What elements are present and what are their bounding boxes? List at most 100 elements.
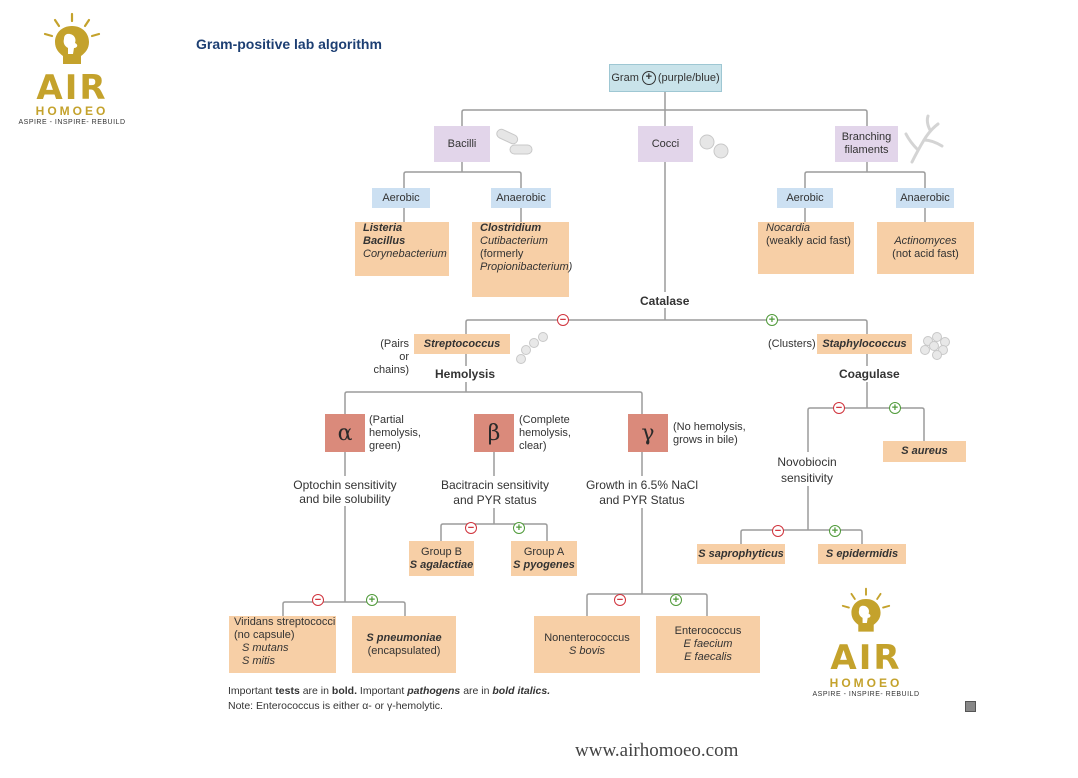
- staphylococcus-cluster-icon: [920, 332, 950, 360]
- nacl-positive-icon: +: [670, 594, 682, 606]
- bacitracin-positive-icon: +: [513, 522, 525, 534]
- lightbulb-head-icon-2: [841, 587, 891, 632]
- gamma-note-line1: (No hemolysis,: [673, 421, 746, 433]
- propionibacterium-text: Propionibacterium): [480, 261, 573, 273]
- optochin-line1: Optochin sensitivity: [293, 478, 397, 492]
- group-a-label: Group A: [523, 545, 565, 558]
- beta-note-line2: hemolysis,: [519, 427, 571, 439]
- actinomyces-node: Actinomyces (not acid fast): [877, 222, 974, 274]
- staphylococcus-node: Staphylococcus: [817, 334, 912, 354]
- coagulase-test-label: Coagulase: [839, 367, 900, 381]
- s-saprophyticus-node: S saprophyticus: [697, 544, 785, 564]
- hemolysis-test-label: Hemolysis: [435, 367, 496, 381]
- optochin-positive-icon: +: [366, 594, 378, 606]
- coagulase-positive-icon: +: [889, 402, 901, 414]
- nacl-line1: Growth in 6.5% NaCl: [585, 478, 699, 492]
- s-pneumoniae-node: S pneumoniae (encapsulated): [352, 616, 456, 673]
- page-title: Gram-positive lab algorithm: [196, 36, 382, 52]
- logo-tagline-2: ASPIRE - INSPIRE- REBUILD: [812, 691, 920, 698]
- cutibacterium-text: Cutibacterium: [480, 235, 548, 247]
- novobiocin-line2: sensitivity: [780, 471, 833, 485]
- s-bovis-text: S bovis: [568, 644, 606, 657]
- gamma-note-line2: grows in bile): [673, 434, 738, 446]
- logo-tagline: ASPIRE - INSPIRE- REBUILD: [18, 119, 126, 126]
- bacilli-anaerobic-node: Anaerobic: [491, 188, 551, 208]
- nacl-negative-icon: −: [614, 594, 626, 606]
- bacilli-icon: [496, 128, 533, 155]
- strep-note-line1: (Pairs or: [380, 338, 409, 363]
- note-text-1: Important: [228, 685, 276, 697]
- enterococcus-node: Enterococcus E faecium E faecalis: [656, 616, 760, 673]
- gram-label: Gram: [611, 71, 639, 84]
- catalase-negative-icon: −: [557, 314, 569, 326]
- note-tests: tests: [275, 685, 300, 697]
- actinomyces-text: Actinomyces: [894, 235, 957, 247]
- novobiocin-test-label: Novobiocin sensitivity: [762, 454, 852, 486]
- bacitracin-line2: and PYR status: [453, 493, 537, 507]
- s-epidermidis-node: S epidermidis: [818, 544, 906, 564]
- enterococcus-label: Enterococcus: [674, 625, 742, 637]
- logo-air-text: AIR: [36, 68, 108, 108]
- gram-suffix: (purple/blue): [657, 71, 720, 84]
- strep-note-line2: chains): [373, 364, 409, 376]
- beta-note-line1: (Complete: [519, 414, 570, 426]
- logo-homoeo-text-2: HOMOEO: [829, 676, 903, 690]
- s-pneumoniae-text: S pneumoniae: [366, 631, 442, 644]
- note-bold: bold.: [331, 685, 357, 697]
- nocardia-text: Nocardia: [766, 222, 811, 234]
- optochin-test-label: Optochin sensitivity and bile solubility: [280, 478, 410, 506]
- viridans-node: Viridans streptococci (no capsule) S mut…: [229, 616, 336, 673]
- corner-mark-icon: [965, 701, 976, 712]
- alpha-note-line3: green): [369, 440, 401, 452]
- group-a-node: Group A S pyogenes: [511, 541, 577, 576]
- logo-top-left: AIR HOMOEO ASPIRE - INSPIRE- REBUILD: [10, 12, 134, 126]
- group-b-node: Group B S agalactiae: [409, 541, 474, 576]
- gram-positive-node: Gram + (purple/blue): [609, 64, 722, 92]
- note-text-3: Important: [356, 685, 408, 697]
- nocardia-note: (weakly acid fast): [766, 235, 851, 247]
- cocci-node: Cocci: [638, 126, 693, 162]
- e-faecalis-text: E faecalis: [684, 651, 732, 663]
- branching-filaments-node: Branching filaments: [835, 126, 898, 162]
- logo-air-text-2: AIR: [830, 638, 902, 678]
- legend-note: Important tests are in bold. Important p…: [228, 685, 550, 697]
- branching-line1: Branching: [841, 131, 892, 143]
- viridans-label: Viridans streptococci: [234, 616, 336, 628]
- clostridium-text: Clostridium: [480, 222, 542, 234]
- nacl-line2: and PYR Status: [599, 493, 685, 507]
- branching-line2: filaments: [844, 144, 889, 156]
- enterococcus-note: Note: Enterococcus is either α- or γ-hem…: [228, 700, 443, 712]
- gamma-hemolysis-node: γ: [628, 414, 668, 452]
- note-bold-italics: bold italics.: [492, 685, 551, 697]
- logo-bottom-right: AIR HOMOEO ASPIRE - INSPIRE- REBUILD: [804, 586, 928, 698]
- beta-hemolysis-node: β: [474, 414, 514, 452]
- nocardia-node: Nocardia (weakly acid fast): [758, 222, 854, 274]
- encapsulated-label: (encapsulated): [367, 644, 441, 657]
- listeria-text: Listeria: [363, 222, 403, 234]
- corynebacterium-text: Corynebacterium: [363, 248, 447, 260]
- footer-url[interactable]: www.airhomoeo.com: [575, 740, 739, 761]
- catalase-positive-icon: +: [766, 314, 778, 326]
- no-capsule-label: (no capsule): [234, 629, 295, 641]
- gamma-note: (No hemolysis, grows in bile): [673, 421, 746, 447]
- bacitracin-negative-icon: −: [465, 522, 477, 534]
- note-pathogens: pathogens: [407, 685, 461, 697]
- gram-plus-icon: +: [641, 71, 656, 85]
- e-faecium-text: E faecium: [683, 638, 733, 650]
- streptococcus-node: Streptococcus: [414, 334, 510, 354]
- alpha-note: (Partial hemolysis, green): [369, 414, 421, 453]
- branching-anaerobic-node: Anaerobic: [896, 188, 954, 208]
- bacilli-node: Bacilli: [434, 126, 490, 162]
- nonenterococcus-label: Nonenterococcus: [544, 631, 630, 644]
- catalase-test-label: Catalase: [640, 294, 690, 308]
- aerobic-bacilli-pathogens: Listeria Bacillus Corynebacterium: [355, 222, 449, 276]
- s-aureus-node: S aureus: [883, 441, 966, 462]
- group-b-label: Group B: [421, 545, 462, 558]
- branching-aerobic-node: Aerobic: [777, 188, 833, 208]
- alpha-note-line2: hemolysis,: [369, 427, 421, 439]
- streptococcus-chain-icon: [516, 332, 548, 364]
- nacl-test-label: Growth in 6.5% NaCl and PYR Status: [582, 478, 702, 508]
- coagulase-negative-icon: −: [833, 402, 845, 414]
- lightbulb-head-icon: [43, 12, 101, 64]
